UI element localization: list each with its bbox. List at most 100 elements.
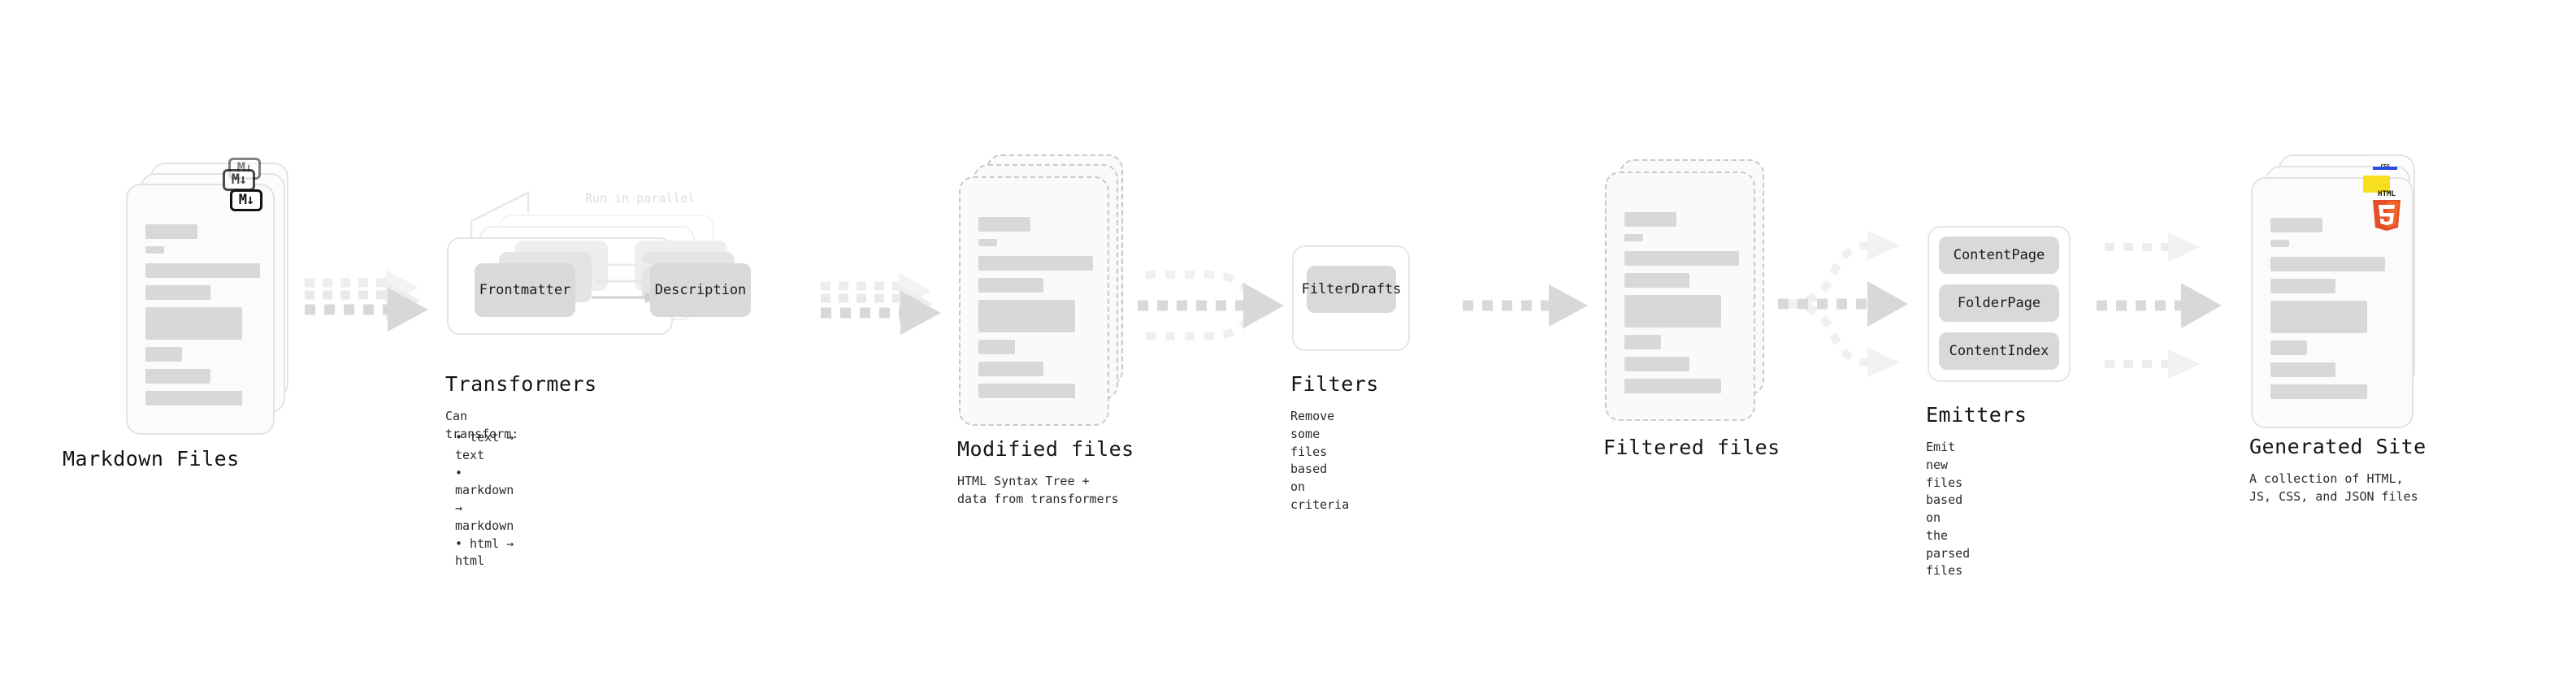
stage-title-filtered-files: Filtered files — [1603, 436, 1780, 459]
arrow-head — [1243, 283, 1284, 328]
transformer-pill-label: Frontmatter — [479, 282, 571, 298]
transform-bullet: • html → html — [455, 536, 514, 569]
placeholder-line — [2270, 257, 2385, 271]
html5-badge: HTML — [2368, 187, 2405, 231]
placeholder-lines — [145, 224, 260, 413]
filter-pill-filterdrafts[interactable]: FilterDrafts — [1302, 266, 1401, 313]
transformer-pill-frontmatter[interactable]: Frontmatter — [475, 263, 575, 317]
placeholder-line — [2270, 384, 2367, 399]
placeholder-line — [1624, 251, 1739, 266]
emitter-pill-contentindex[interactable]: ContentIndex — [1939, 332, 2059, 370]
placeholder-line — [2270, 362, 2335, 377]
placeholder-line — [1624, 212, 1676, 227]
placeholder-line — [1624, 273, 1689, 288]
placeholder-line — [145, 263, 260, 278]
arrow-emitters-to-site — [2097, 232, 2222, 379]
placeholder-line — [145, 224, 197, 239]
placeholder-line — [978, 384, 1075, 398]
placeholder-line — [1624, 234, 1643, 241]
placeholder-lines — [1624, 212, 1739, 401]
generated-site-stack: CSS HTML — [2251, 154, 2426, 435]
markdown-badge: M↓ — [230, 189, 262, 211]
stage-subtitle-emitters: Emit new files based on the parsed files — [1926, 440, 1971, 579]
emitter-pill-label: ContentIndex — [1949, 343, 2049, 359]
file-sheet-front — [1605, 171, 1755, 421]
filter-pill-label: FilterDrafts — [1301, 281, 1402, 297]
placeholder-line — [2270, 240, 2289, 247]
placeholder-line — [145, 391, 242, 406]
stage-subtitle-transformers: Can transform: — [445, 409, 519, 441]
stage-title-generated-site: Generated Site — [2249, 435, 2426, 458]
css-badge: CSS — [2373, 159, 2397, 170]
placeholder-line — [145, 369, 210, 384]
arrow-head — [388, 288, 428, 332]
arrow-head — [2181, 283, 2222, 328]
placeholder-line — [2270, 279, 2335, 293]
stage-title-modified-files: Modified files — [957, 437, 1134, 461]
placeholder-line — [1624, 295, 1721, 327]
arrow-head — [2168, 349, 2201, 379]
placeholder-lines — [978, 217, 1093, 406]
modified-file-stack — [959, 154, 1130, 435]
markdown-badge-glyph: M↓ — [238, 192, 255, 208]
file-sheet-front — [126, 184, 275, 435]
js-badge — [2363, 176, 2390, 193]
arrow-head — [1867, 231, 1900, 260]
placeholder-lines — [2270, 218, 2396, 406]
placeholder-line — [2270, 218, 2322, 232]
placeholder-line — [978, 362, 1043, 376]
file-sheet-front — [959, 176, 1109, 426]
placeholder-line — [978, 340, 1015, 354]
svg-text:HTML: HTML — [2378, 190, 2396, 198]
markdown-badge-glyph: M↓ — [231, 171, 248, 188]
run-in-parallel-label: Run in parallel — [585, 191, 696, 206]
arrow-filters-to-filtered — [1463, 284, 1588, 327]
placeholder-line — [145, 307, 242, 340]
run-in-parallel-bracket — [470, 190, 530, 239]
stage-markdown-files: M↓ M↓ M↓ Markdown Files — [63, 158, 293, 471]
transform-bullet: • text → text — [455, 430, 514, 462]
arrow-head — [1867, 348, 1900, 377]
placeholder-line — [1624, 335, 1661, 349]
stage-subtitle-generated-site: A collection of HTML, JS, CSS, and JSON … — [2249, 471, 2418, 504]
arrow-head — [2168, 232, 2201, 262]
stage-filtered-files: Filtered files — [1603, 159, 1780, 459]
placeholder-line — [978, 300, 1075, 332]
stage-subtitle-modified-files: HTML Syntax Tree + data from transformer… — [957, 474, 1119, 506]
placeholder-line — [145, 347, 182, 362]
stage-title-markdown-files: Markdown Files — [63, 447, 240, 471]
emitter-pill-contentpage[interactable]: ContentPage — [1939, 236, 2059, 274]
arrow-head — [1867, 281, 1908, 327]
transformer-pill-description[interactable]: Description — [650, 263, 751, 317]
emitter-pill-label: ContentPage — [1953, 247, 2045, 263]
markdown-badge-middle: M↓ — [223, 169, 255, 191]
transform-bullet: • markdown → markdown — [455, 465, 514, 533]
placeholder-line — [978, 217, 1030, 232]
arrow-filtered-to-emitters — [1778, 231, 1908, 377]
placeholder-line — [978, 256, 1093, 271]
placeholder-line — [978, 278, 1043, 293]
stage-title-transformers: Transformers — [445, 372, 597, 396]
emitter-pill-label: FolderPage — [1957, 295, 2041, 311]
arrow-transformers-to-modified — [821, 273, 941, 335]
arrow-head — [1549, 284, 1588, 327]
placeholder-line — [145, 285, 210, 300]
placeholder-line — [2270, 301, 2367, 333]
transform-bullet-list: • text → text • markdown → markdown • ht… — [455, 429, 514, 570]
placeholder-line — [2270, 340, 2307, 355]
markdown-file-stack: M↓ M↓ M↓ — [126, 158, 293, 435]
arrow-modified-to-filters — [1138, 271, 1284, 340]
stage-title-emitters: Emitters — [1926, 403, 2027, 427]
stage-title-filters: Filters — [1290, 372, 1379, 396]
transformer-pill-label: Description — [654, 282, 747, 298]
stage-modified-files: Modified files HTML Syntax Tree + data f… — [957, 154, 1134, 506]
placeholder-line — [145, 246, 164, 254]
stage-subtitle-filters: Remove some files based on criteria — [1290, 409, 1350, 512]
placeholder-line — [1624, 379, 1721, 393]
stage-generated-site: CSS HTML Generated Site A collection of … — [2249, 154, 2426, 504]
placeholder-line — [1624, 357, 1689, 371]
arrow-markdown-to-transformers — [305, 270, 428, 332]
placeholder-line — [978, 239, 997, 246]
emitter-pill-folderpage[interactable]: FolderPage — [1939, 284, 2059, 322]
